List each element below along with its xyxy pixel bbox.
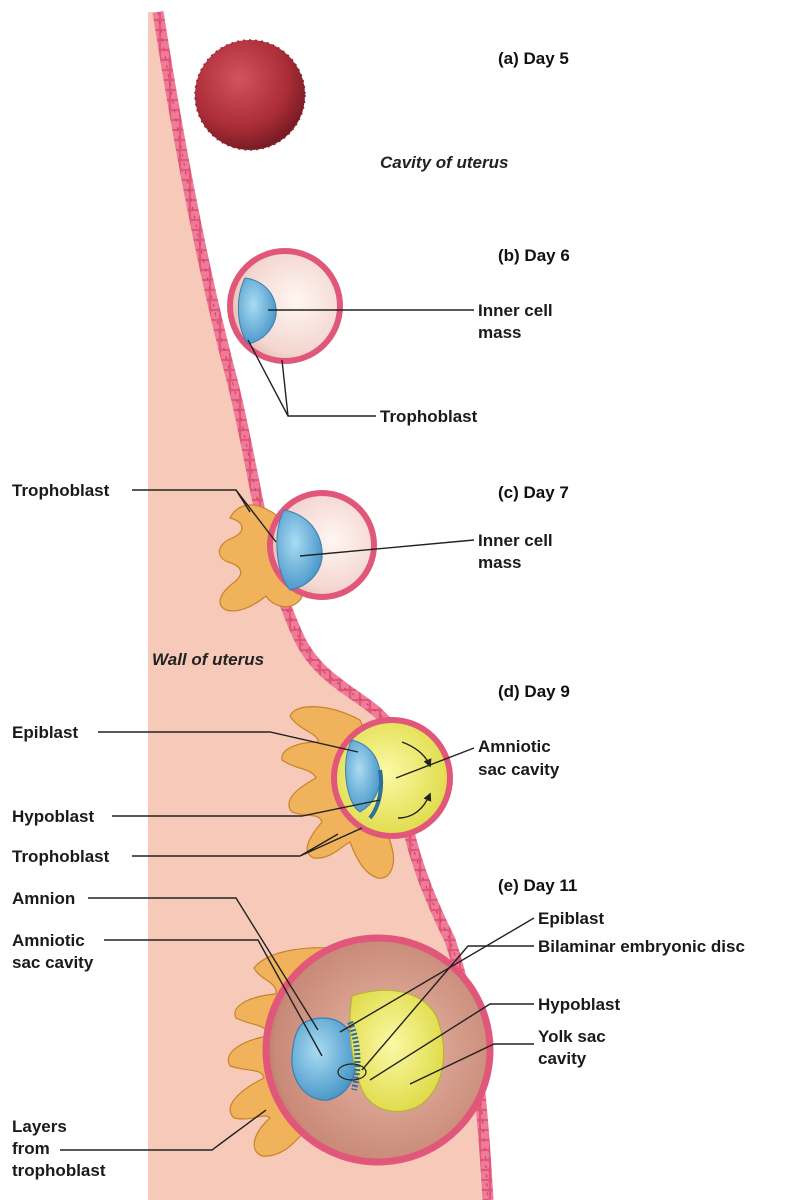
b-inner-cell-mass-label-1: Inner cell	[478, 301, 553, 320]
cavity-of-uterus-label: Cavity of uterus	[380, 153, 508, 172]
e-bilaminar-disc-label: Bilaminar embryonic disc	[538, 937, 745, 956]
b-trophoblast-label: Trophoblast	[380, 407, 478, 426]
leader-c-icm	[299, 539, 475, 557]
e-layers-label-3: trophoblast	[12, 1161, 106, 1180]
blastocyst-day5-texture	[194, 39, 306, 151]
e-amniotic-label-1: Amniotic	[12, 931, 85, 950]
epiblast-day9	[345, 739, 381, 813]
hypoblast-day9	[368, 769, 384, 820]
c-inner-cell-mass-label-1: Inner cell	[478, 531, 553, 550]
e-epiblast-label: Epiblast	[538, 909, 604, 928]
amniotic-flow-arrow-bottom	[397, 792, 432, 819]
leader-d-hypo	[112, 799, 381, 817]
endometrium-cell-outline	[157, 11, 489, 1200]
e-amniotic-label-2: sac cavity	[12, 953, 94, 972]
e-yolk-sac-label-1: Yolk sac	[538, 1027, 606, 1046]
c-inner-cell-mass-label-2: mass	[478, 553, 521, 572]
blastocyst-day5	[195, 40, 305, 150]
wall-of-uterus-label: Wall of uterus	[152, 650, 264, 669]
e-amnion-label: Amnion	[12, 889, 75, 908]
amniotic-flow-arrow-top	[401, 741, 432, 768]
uterine-wall-tissue	[148, 12, 488, 1200]
d-amniotic-label-1: Amniotic	[478, 737, 551, 756]
leader-d-epi	[98, 731, 359, 753]
e-layers-label-2: from	[12, 1139, 50, 1158]
leader-e-yolk	[409, 1043, 534, 1085]
bilaminar-disc-day11	[347, 1020, 361, 1091]
stage-a-header: (a) Day 5	[498, 49, 569, 68]
b-inner-cell-mass-label-2: mass	[478, 323, 521, 342]
e-layers-label-1: Layers	[12, 1117, 67, 1136]
d-hypoblast-label: Hypoblast	[12, 807, 95, 826]
stage-d-header: (d) Day 9	[498, 682, 570, 701]
amniotic-sac-day11	[291, 1017, 357, 1101]
leader-e-hypo	[369, 1003, 534, 1081]
e-hypoblast-label: Hypoblast	[538, 995, 621, 1014]
leader-e-epi	[339, 917, 535, 1033]
inner-cell-mass-day7	[276, 509, 323, 591]
leader-e-amn	[104, 939, 323, 1057]
stage-c-header: (c) Day 7	[498, 483, 569, 502]
d-amniotic-label-2: sac cavity	[478, 760, 560, 779]
leader-e-disc	[361, 945, 534, 1071]
d-epiblast-label: Epiblast	[12, 723, 78, 742]
inner-cell-mass-day6	[237, 277, 277, 345]
leader-c-troph	[132, 489, 277, 543]
d-trophoblast-label: Trophoblast	[12, 847, 110, 866]
yolk-sac-day11	[349, 989, 445, 1113]
e-yolk-sac-label-2: cavity	[538, 1049, 587, 1068]
stage-b-header: (b) Day 6	[498, 246, 570, 265]
leader-d-troph	[132, 827, 363, 857]
bilaminar-disc-marker	[337, 1063, 367, 1081]
stage-e-header: (e) Day 11	[498, 876, 577, 895]
leader-e-amnion	[88, 897, 319, 1031]
leader-e-layers	[60, 1109, 267, 1151]
c-trophoblast-label: Trophoblast	[12, 481, 110, 500]
leader-b-troph	[247, 339, 376, 417]
leader-d-amn	[395, 747, 475, 779]
